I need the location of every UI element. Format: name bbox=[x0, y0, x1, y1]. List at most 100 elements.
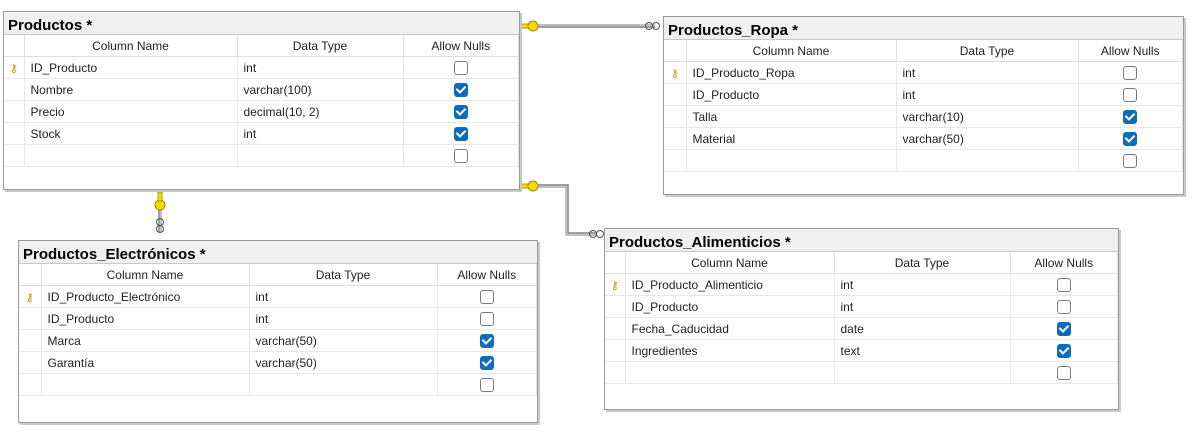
column-name-cell[interactable]: Talla bbox=[686, 105, 897, 128]
row-selector[interactable] bbox=[4, 122, 25, 145]
data-type-cell[interactable]: int bbox=[237, 122, 404, 145]
allow-nulls-checkbox[interactable] bbox=[1123, 153, 1138, 168]
allow-nulls-checkbox[interactable] bbox=[1123, 65, 1138, 80]
row-selector[interactable] bbox=[664, 105, 687, 128]
data-type-cell[interactable]: int bbox=[237, 56, 404, 79]
table-row[interactable] bbox=[664, 149, 1183, 172]
allow-nulls-checkbox[interactable] bbox=[479, 333, 494, 348]
column-name-cell[interactable]: ID_Producto bbox=[24, 56, 238, 79]
allow-nulls-checkbox[interactable] bbox=[479, 377, 494, 392]
column-name-cell[interactable]: Fecha_Caducidad bbox=[625, 317, 835, 340]
row-selector[interactable] bbox=[664, 83, 687, 106]
allow-nulls-checkbox[interactable] bbox=[1056, 343, 1071, 358]
column-name-cell[interactable]: Stock bbox=[24, 122, 238, 145]
table-productos-electronicos[interactable]: Productos_Electrónicos * Column Name Dat… bbox=[18, 240, 538, 423]
allow-nulls-checkbox[interactable] bbox=[1056, 321, 1071, 336]
row-selector[interactable] bbox=[605, 295, 626, 318]
data-type-cell[interactable]: varchar(100) bbox=[237, 78, 404, 101]
data-type-cell[interactable]: int bbox=[834, 295, 1011, 318]
column-name-cell[interactable]: ID_Producto bbox=[41, 307, 250, 330]
data-type-cell[interactable]: decimal(10, 2) bbox=[237, 100, 404, 123]
allow-nulls-checkbox[interactable] bbox=[1056, 277, 1071, 292]
row-selector[interactable] bbox=[605, 339, 626, 362]
allow-nulls-checkbox[interactable] bbox=[453, 126, 468, 141]
relationship-line-alimenticios[interactable] bbox=[522, 184, 597, 234]
data-type-cell[interactable]: varchar(50) bbox=[249, 351, 438, 374]
row-selector[interactable] bbox=[4, 78, 25, 101]
table-row[interactable] bbox=[19, 373, 537, 396]
table-title[interactable]: Productos_Alimenticios * bbox=[605, 229, 1118, 252]
column-name-cell[interactable] bbox=[41, 373, 250, 396]
column-name-cell[interactable]: ID_Producto_Electrónico bbox=[41, 285, 250, 308]
row-selector[interactable]: ⚷ bbox=[605, 273, 626, 296]
data-type-cell[interactable]: int bbox=[896, 61, 1079, 84]
column-name-cell[interactable] bbox=[686, 149, 897, 172]
data-type-cell[interactable]: int bbox=[249, 285, 438, 308]
column-name-cell[interactable]: Material bbox=[686, 127, 897, 150]
row-selector[interactable] bbox=[4, 144, 25, 167]
row-selector[interactable] bbox=[664, 127, 687, 150]
allow-nulls-checkbox[interactable] bbox=[1056, 299, 1071, 314]
column-name-cell[interactable]: Ingredientes bbox=[625, 339, 835, 362]
data-type-cell[interactable]: text bbox=[834, 339, 1011, 362]
row-selector[interactable]: ⚷ bbox=[4, 56, 25, 79]
data-type-cell[interactable]: varchar(50) bbox=[249, 329, 438, 352]
data-type-cell[interactable]: int bbox=[896, 83, 1079, 106]
allow-nulls-checkbox[interactable] bbox=[1123, 87, 1138, 102]
column-name-cell[interactable]: Precio bbox=[24, 100, 238, 123]
row-selector[interactable] bbox=[19, 351, 42, 374]
row-selector[interactable]: ⚷ bbox=[664, 61, 687, 84]
allow-nulls-checkbox[interactable] bbox=[453, 148, 468, 163]
column-name-cell[interactable]: ID_Producto bbox=[686, 83, 897, 106]
row-selector[interactable] bbox=[19, 307, 42, 330]
data-type-cell[interactable]: date bbox=[834, 317, 1011, 340]
table-title[interactable]: Productos_Ropa * bbox=[664, 17, 1183, 40]
allow-nulls-checkbox[interactable] bbox=[1123, 131, 1138, 146]
table-title[interactable]: Productos_Electrónicos * bbox=[19, 241, 537, 264]
column-name-cell[interactable]: Garantía bbox=[41, 351, 250, 374]
allow-nulls-checkbox[interactable] bbox=[479, 289, 494, 304]
row-selector[interactable] bbox=[605, 317, 626, 340]
table-productos-ropa[interactable]: Productos_Ropa * Column Name Data Type A… bbox=[663, 16, 1184, 195]
data-type-cell[interactable]: varchar(50) bbox=[896, 127, 1079, 150]
row-selector[interactable] bbox=[19, 329, 42, 352]
row-selector[interactable] bbox=[605, 361, 626, 384]
column-name-cell[interactable]: Marca bbox=[41, 329, 250, 352]
data-type-cell[interactable]: int bbox=[249, 307, 438, 330]
table-productos-alimenticios[interactable]: Productos_Alimenticios * Column Name Dat… bbox=[604, 228, 1119, 410]
row-selector[interactable] bbox=[664, 149, 687, 172]
allow-nulls-checkbox[interactable] bbox=[453, 82, 468, 97]
table-title[interactable]: Productos * bbox=[4, 12, 519, 35]
allow-nulls-checkbox[interactable] bbox=[479, 311, 494, 326]
row-selector[interactable] bbox=[19, 373, 42, 396]
row-selector[interactable] bbox=[4, 100, 25, 123]
data-type-cell[interactable] bbox=[834, 361, 1011, 384]
data-type-cell[interactable] bbox=[896, 149, 1079, 172]
data-type-cell[interactable] bbox=[249, 373, 438, 396]
data-type-cell[interactable] bbox=[237, 144, 404, 167]
column-name-cell[interactable] bbox=[24, 144, 238, 167]
column-name-cell[interactable]: ID_Producto_Ropa bbox=[686, 61, 897, 84]
table-productos[interactable]: Productos * Column Name Data Type Allow … bbox=[3, 11, 520, 190]
column-name-cell[interactable]: Nombre bbox=[24, 78, 238, 101]
table-row[interactable] bbox=[4, 144, 519, 167]
data-type-cell[interactable]: int bbox=[834, 273, 1011, 296]
column-name-cell[interactable] bbox=[625, 361, 835, 384]
allow-nulls-checkbox[interactable] bbox=[1056, 365, 1071, 380]
